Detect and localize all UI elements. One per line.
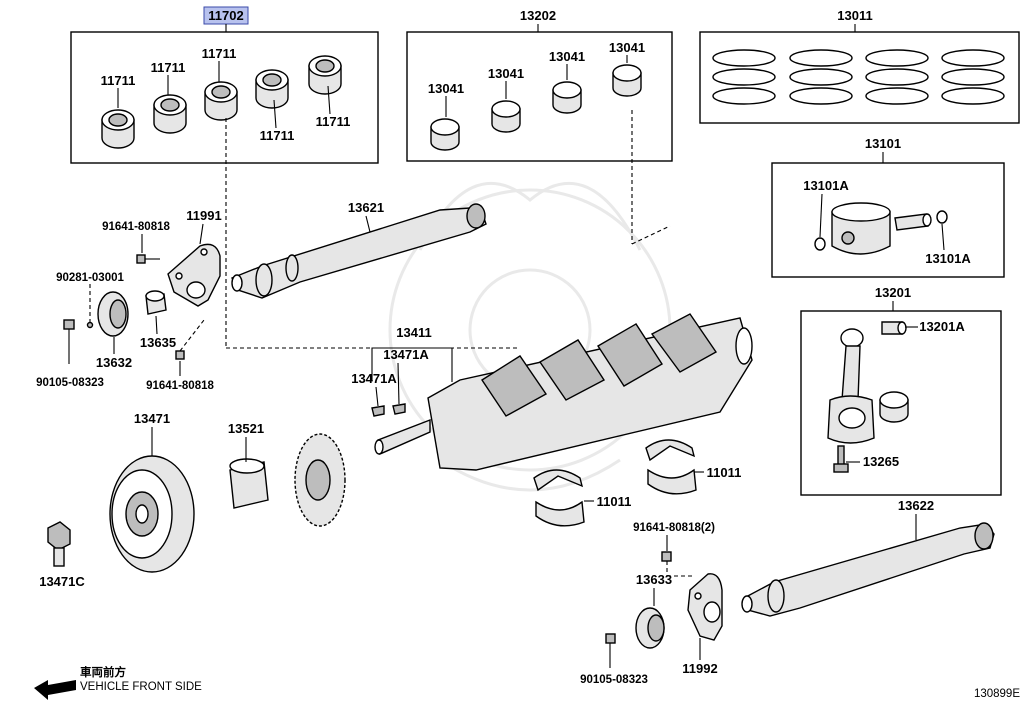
label-crank-key[interactable]: 13471A	[351, 371, 397, 386]
label-bearing-4[interactable]: 11711	[260, 128, 295, 143]
group-code-13202[interactable]: 13202	[520, 8, 556, 23]
conrod-bearing-1[interactable]	[430, 118, 460, 151]
piston-ring-set-4[interactable]	[941, 49, 1005, 105]
bolt-lower-plate[interactable]	[661, 551, 672, 562]
label-balance-shaft-1[interactable]: 13621	[348, 200, 384, 215]
label-gear-1[interactable]: 13632	[96, 355, 132, 370]
main-bearing-shell-4[interactable]	[255, 69, 289, 109]
crank-pulley[interactable]	[109, 455, 195, 573]
bushing[interactable]	[145, 290, 167, 315]
conrod-bolt[interactable]	[833, 445, 849, 473]
thrust-washer-lower[interactable]	[533, 469, 585, 527]
label-bearing-5[interactable]: 11711	[316, 114, 351, 129]
label-plate-2[interactable]: 11992	[682, 661, 717, 676]
main-bearing-shell-3[interactable]	[204, 81, 238, 121]
piston[interactable]	[831, 202, 891, 255]
conrod-bearings-box	[406, 31, 673, 162]
main-bearings-box	[70, 31, 379, 164]
label-plate-1[interactable]: 11991	[186, 208, 221, 223]
conrod-small-end-bushing[interactable]	[881, 321, 907, 335]
group-main-bearings: 11702 11711 117	[70, 6, 379, 164]
balance-shaft-plate-lower[interactable]	[687, 573, 723, 641]
balance-gear-lower[interactable]	[635, 607, 665, 649]
label-conrod-bushing[interactable]: 13201A	[919, 319, 965, 334]
label-pulley[interactable]: 13471	[134, 411, 170, 426]
group-piston-rings: 13011	[699, 8, 1020, 124]
label-bearing-2[interactable]: 11711	[151, 60, 186, 75]
crankshaft[interactable]	[374, 313, 753, 471]
main-bearing-shell-1[interactable]	[101, 109, 135, 149]
label-conrod-bolt[interactable]: 13265	[863, 454, 899, 469]
connecting-rod[interactable]	[827, 328, 875, 444]
label-bearing-1[interactable]: 11711	[101, 73, 136, 88]
label-bolt-5[interactable]: 90105-08323	[580, 674, 648, 686]
conrod-bearing-4[interactable]	[612, 64, 642, 97]
piston-pin[interactable]	[894, 213, 932, 231]
crank-timing-gear[interactable]	[294, 433, 346, 527]
group-conrod-bearings: 13202 13041 13041 13041 13041	[406, 8, 673, 162]
arrow-left-icon	[34, 680, 76, 700]
piston-pin-clip-left[interactable]	[814, 237, 826, 251]
legend-japanese: 車両前方	[80, 665, 126, 679]
conrod-bearing-3[interactable]	[552, 81, 582, 114]
label-crankshaft[interactable]: 13411	[396, 325, 431, 340]
bolt-upper-plate[interactable]	[136, 254, 160, 264]
figure-id: 130899E	[974, 688, 1020, 700]
label-pulley-bolt[interactable]: 13471C	[39, 574, 85, 589]
vehicle-front-legend: 車両前方 VEHICLE FRONT SIDE	[34, 665, 202, 700]
piston-ring-set-3[interactable]	[865, 49, 929, 105]
pulley-bolt[interactable]	[47, 521, 71, 567]
label-pin[interactable]: 90281-03001	[56, 272, 124, 284]
label-crank-key-group[interactable]: 13471A	[383, 347, 429, 362]
label-bushing[interactable]: 13635	[140, 335, 176, 350]
bolt-lower-left[interactable]	[605, 633, 616, 668]
crank-key-1[interactable]	[371, 405, 385, 417]
label-bolt-1[interactable]: 91641-80818	[102, 221, 170, 233]
label-piston-pin-clip-1[interactable]: 13101A	[803, 178, 849, 193]
label-conrod-bearing-1[interactable]: 13041	[428, 81, 464, 96]
bolt-left-upper[interactable]	[63, 319, 75, 364]
bolt-plate-lower[interactable]	[175, 319, 205, 360]
label-conrod-bearing-4[interactable]: 13041	[609, 40, 645, 55]
balance-shaft-plate-upper[interactable]	[167, 243, 221, 307]
label-thrust-washer-2[interactable]: 11011	[597, 494, 632, 509]
label-bolt-3[interactable]: 91641-80818(2)	[633, 522, 715, 534]
conrod-bearing-half[interactable]	[879, 391, 909, 423]
label-balance-shaft-2[interactable]: 13622	[898, 498, 934, 513]
piston-ring-set-2[interactable]	[789, 49, 853, 105]
group-code-13011[interactable]: 13011	[837, 8, 872, 23]
conrod-box	[800, 310, 1002, 496]
label-thrust-washer-1[interactable]: 11011	[707, 465, 742, 480]
label-piston-pin-clip-2[interactable]: 13101A	[925, 251, 971, 266]
label-gear-2[interactable]: 13633	[636, 572, 672, 587]
dashed-leaders	[225, 110, 671, 349]
group-conrod: 13201 13201A 13265	[800, 285, 1002, 496]
piston-box	[771, 162, 1005, 278]
balance-gear-upper[interactable]	[97, 291, 129, 337]
crank-key-2[interactable]	[392, 403, 406, 415]
label-bolt-4[interactable]: 90105-08323	[36, 377, 104, 389]
conrod-bearing-2[interactable]	[491, 100, 521, 133]
balance-shaft-lower[interactable]	[741, 522, 995, 617]
piston-rings-box	[699, 31, 1020, 124]
label-conrod-bearing-3[interactable]: 13041	[549, 49, 585, 64]
label-bolt-2[interactable]: 91641-80818	[146, 380, 214, 392]
legend-english: VEHICLE FRONT SIDE	[80, 681, 202, 693]
piston-pin-clip-right[interactable]	[936, 210, 948, 224]
crank-sprocket-small[interactable]	[229, 458, 269, 509]
thrust-washer-upper[interactable]	[645, 439, 697, 495]
group-code-11702[interactable]: 11702	[208, 8, 243, 23]
piston-ring-set-1[interactable]	[712, 49, 776, 105]
pin-part[interactable]	[86, 321, 94, 329]
label-sprocket[interactable]: 13521	[228, 421, 264, 436]
label-conrod-bearing-2[interactable]: 13041	[488, 66, 524, 81]
group-code-13101[interactable]: 13101	[865, 136, 901, 151]
main-bearing-shell-5[interactable]	[308, 55, 342, 95]
group-code-13201[interactable]: 13201	[875, 285, 911, 300]
group-piston: 13101 13101A 13101A	[771, 136, 1005, 278]
balance-shaft-upper[interactable]	[231, 203, 487, 299]
label-bearing-3[interactable]: 11711	[202, 46, 237, 61]
main-bearing-shell-2[interactable]	[153, 94, 187, 134]
